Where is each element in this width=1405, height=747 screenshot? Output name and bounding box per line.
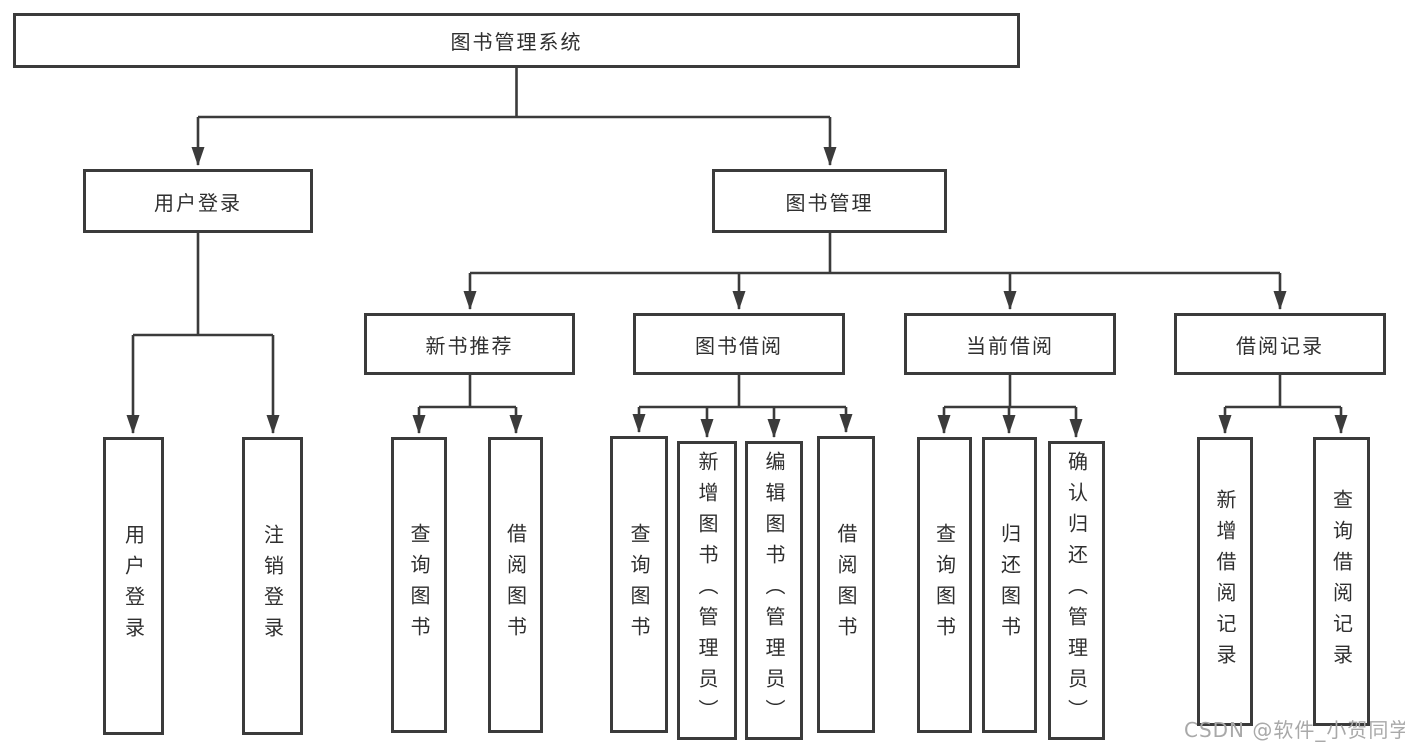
leaf-cb-return-books-label: 归还图书 (997, 523, 1022, 647)
leaf-bb-edit-books-admin-label: 编辑图书（管理员） (762, 451, 786, 730)
node-book-management: 图书管理 (712, 169, 947, 233)
leaf-nb-query-books-label: 查询图书 (407, 523, 431, 647)
leaf-logout: 注销登录 (242, 437, 303, 735)
node-new-book-recommend-label: 新书推荐 (425, 333, 514, 358)
leaf-cb-return-books: 归还图书 (982, 437, 1037, 733)
leaf-nb-borrow-books: 借阅图书 (488, 437, 543, 733)
leaf-nb-borrow-books-label: 借阅图书 (503, 523, 528, 647)
node-root: 图书管理系统 (13, 13, 1020, 68)
leaf-cb-confirm-return-admin-label: 确认归还（管理员） (1064, 451, 1089, 730)
leaf-br-query-record-label: 查询借阅记录 (1329, 488, 1354, 675)
leaf-bb-query-books: 查询图书 (610, 436, 668, 733)
leaf-logout-label: 注销登录 (260, 524, 285, 648)
leaf-bb-add-books-admin-label: 新增图书（管理员） (695, 451, 719, 730)
node-root-label: 图书管理系统 (450, 30, 583, 54)
leaf-bb-edit-books-admin: 编辑图书（管理员） (745, 441, 803, 740)
leaf-bb-add-books-admin: 新增图书（管理员） (677, 441, 737, 740)
node-book-management-label: 图书管理 (785, 190, 874, 215)
node-current-borrow-label: 当前借阅 (966, 333, 1054, 358)
node-current-borrow: 当前借阅 (904, 313, 1116, 375)
leaf-user-login: 用户登录 (103, 437, 164, 735)
leaf-br-query-record: 查询借阅记录 (1313, 437, 1370, 726)
leaf-user-login-label: 用户登录 (121, 524, 146, 648)
node-user-login: 用户登录 (83, 169, 313, 233)
leaf-cb-confirm-return-admin: 确认归还（管理员） (1048, 441, 1105, 740)
node-book-borrow: 图书借阅 (633, 313, 845, 375)
leaf-cb-query-books: 查询图书 (917, 437, 972, 733)
leaf-bb-query-books-label: 查询图书 (627, 522, 651, 647)
leaf-br-add-record-label: 新增借阅记录 (1213, 488, 1237, 675)
leaf-bb-borrow-books-label: 借阅图书 (834, 522, 858, 647)
node-borrow-record: 借阅记录 (1174, 313, 1386, 375)
node-user-login-label: 用户登录 (154, 190, 242, 215)
node-book-borrow-label: 图书借阅 (695, 333, 783, 358)
leaf-bb-borrow-books: 借阅图书 (817, 436, 875, 733)
leaf-br-add-record: 新增借阅记录 (1197, 437, 1253, 726)
node-borrow-record-label: 借阅记录 (1236, 333, 1324, 358)
leaf-nb-query-books: 查询图书 (391, 437, 447, 733)
leaf-cb-query-books-label: 查询图书 (932, 523, 957, 647)
node-new-book-recommend: 新书推荐 (364, 313, 575, 375)
